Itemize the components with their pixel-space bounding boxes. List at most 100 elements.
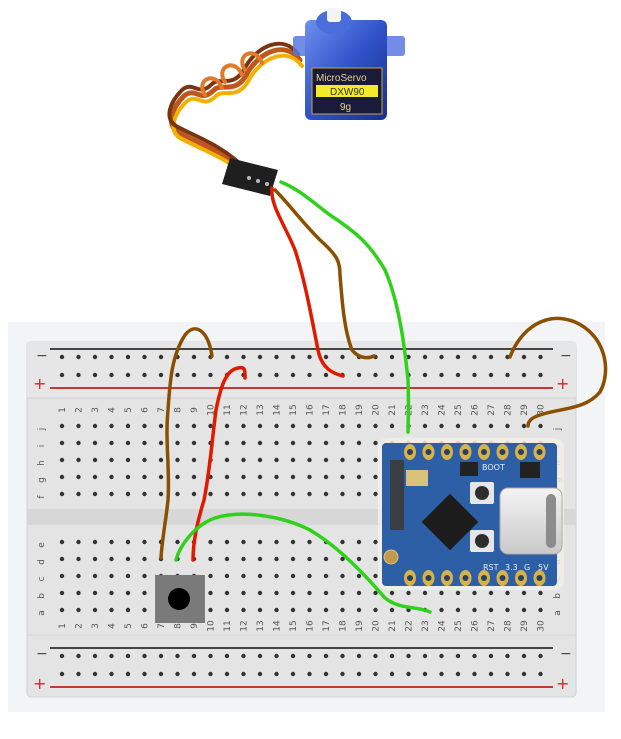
breadboard-hole[interactable]	[191, 354, 197, 360]
breadboard-hole[interactable]	[92, 423, 98, 429]
breadboard-hole[interactable]	[488, 423, 494, 429]
reset-button-cap[interactable]	[475, 534, 489, 548]
breadboard-hole[interactable]	[142, 653, 147, 659]
breadboard-hole[interactable]	[208, 671, 213, 677]
breadboard-hole[interactable]	[373, 423, 378, 429]
breadboard-hole[interactable]	[505, 607, 510, 613]
breadboard-hole[interactable]	[538, 671, 543, 677]
breadboard-hole[interactable]	[191, 653, 197, 659]
breadboard-hole[interactable]	[76, 539, 81, 545]
breadboard-hole[interactable]	[59, 539, 65, 545]
breadboard-hole[interactable]	[76, 556, 81, 562]
breadboard-hole[interactable]	[307, 491, 312, 497]
breadboard-hole[interactable]	[158, 423, 164, 429]
breadboard-hole[interactable]	[422, 653, 428, 659]
breadboard-hole[interactable]	[224, 539, 230, 545]
breadboard-hole[interactable]	[274, 372, 279, 378]
breadboard-hole[interactable]	[488, 671, 494, 677]
breadboard-hole[interactable]	[208, 653, 213, 659]
breadboard-hole[interactable]	[224, 474, 230, 480]
breadboard-hole[interactable]	[257, 573, 263, 579]
breadboard-hole[interactable]	[455, 354, 461, 360]
breadboard-hole[interactable]	[274, 423, 279, 429]
breadboard-hole[interactable]	[472, 671, 477, 677]
breadboard-hole[interactable]	[109, 653, 114, 659]
breadboard-hole[interactable]	[109, 354, 114, 360]
breadboard-hole[interactable]	[125, 457, 131, 463]
breadboard-hole[interactable]	[373, 457, 378, 463]
breadboard-hole[interactable]	[224, 491, 230, 497]
breadboard-hole[interactable]	[439, 607, 444, 613]
breadboard-hole[interactable]	[488, 372, 494, 378]
breadboard-hole[interactable]	[455, 671, 461, 677]
breadboard-hole[interactable]	[356, 491, 362, 497]
breadboard-hole[interactable]	[389, 354, 395, 360]
breadboard-hole[interactable]	[356, 653, 362, 659]
breadboard-hole[interactable]	[92, 457, 98, 463]
breadboard-hole[interactable]	[538, 607, 543, 613]
breadboard-hole[interactable]	[439, 354, 444, 360]
breadboard-hole[interactable]	[59, 440, 65, 446]
breadboard-hole[interactable]	[241, 556, 246, 562]
breadboard-hole[interactable]	[142, 590, 147, 596]
breadboard-hole[interactable]	[76, 457, 81, 463]
breadboard-hole[interactable]	[191, 474, 197, 480]
breadboard-hole[interactable]	[158, 457, 164, 463]
breadboard-hole[interactable]	[59, 573, 65, 579]
breadboard-hole[interactable]	[340, 556, 345, 562]
breadboard-hole[interactable]	[472, 590, 477, 596]
breadboard-hole[interactable]	[290, 491, 296, 497]
breadboard-hole[interactable]	[92, 491, 98, 497]
breadboard-hole[interactable]	[389, 607, 395, 613]
breadboard-hole[interactable]	[439, 653, 444, 659]
breadboard-hole[interactable]	[389, 372, 395, 378]
breadboard-hole[interactable]	[274, 556, 279, 562]
breadboard-hole[interactable]	[356, 457, 362, 463]
breadboard-hole[interactable]	[158, 653, 164, 659]
breadboard-hole[interactable]	[59, 474, 65, 480]
breadboard-hole[interactable]	[125, 653, 131, 659]
breadboard-hole[interactable]	[109, 556, 114, 562]
breadboard-hole[interactable]	[307, 573, 312, 579]
breadboard-hole[interactable]	[488, 653, 494, 659]
breadboard-hole[interactable]	[422, 423, 428, 429]
breadboard-hole[interactable]	[323, 423, 329, 429]
breadboard-hole[interactable]	[505, 653, 510, 659]
breadboard-hole[interactable]	[472, 423, 477, 429]
breadboard-hole[interactable]	[125, 372, 131, 378]
breadboard-hole[interactable]	[257, 491, 263, 497]
breadboard-hole[interactable]	[109, 671, 114, 677]
breadboard-hole[interactable]	[142, 573, 147, 579]
breadboard-hole[interactable]	[290, 539, 296, 545]
breadboard-hole[interactable]	[142, 372, 147, 378]
breadboard-hole[interactable]	[439, 590, 444, 596]
breadboard-hole[interactable]	[208, 573, 213, 579]
breadboard-hole[interactable]	[257, 423, 263, 429]
breadboard-hole[interactable]	[175, 440, 180, 446]
breadboard-hole[interactable]	[505, 590, 510, 596]
wire-button-signal[interactable]	[174, 512, 432, 614]
breadboard-hole[interactable]	[307, 440, 312, 446]
breadboard-hole[interactable]	[142, 556, 147, 562]
breadboard-hole[interactable]	[59, 590, 65, 596]
breadboard-hole[interactable]	[505, 372, 510, 378]
breadboard-hole[interactable]	[191, 440, 197, 446]
breadboard-hole[interactable]	[373, 440, 378, 446]
breadboard-hole[interactable]	[356, 423, 362, 429]
breadboard-hole[interactable]	[373, 474, 378, 480]
breadboard-hole[interactable]	[521, 607, 527, 613]
breadboard-hole[interactable]	[257, 556, 263, 562]
breadboard-hole[interactable]	[241, 491, 246, 497]
breadboard-hole[interactable]	[323, 607, 329, 613]
breadboard-hole[interactable]	[158, 474, 164, 480]
breadboard-hole[interactable]	[340, 607, 345, 613]
breadboard-hole[interactable]	[109, 590, 114, 596]
breadboard-hole[interactable]	[257, 440, 263, 446]
breadboard-hole[interactable]	[224, 573, 230, 579]
breadboard-hole[interactable]	[290, 440, 296, 446]
breadboard-hole[interactable]	[142, 457, 147, 463]
breadboard-hole[interactable]	[109, 474, 114, 480]
breadboard-hole[interactable]	[373, 590, 378, 596]
breadboard-hole[interactable]	[76, 671, 81, 677]
breadboard-hole[interactable]	[224, 440, 230, 446]
